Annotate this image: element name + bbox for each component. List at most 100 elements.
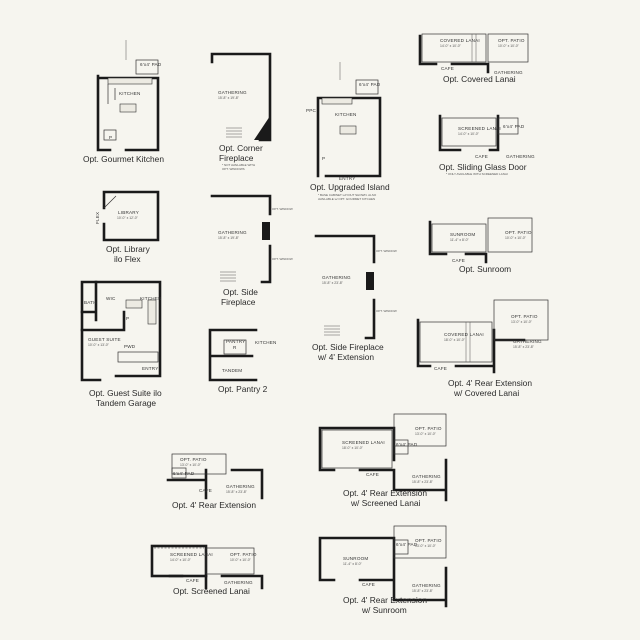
label-rooms-opt-patio: OPT. PATIO: [415, 426, 442, 431]
label-dimensions-gathering-small: 15'-8" x 23'-8": [412, 480, 434, 484]
label-dimensions-opt-patio-small: 10'-0" x 10'-0": [230, 558, 252, 562]
label-rooms-screened-lanai: SCREENED LANAI: [170, 552, 213, 557]
label-rooms-gathering: GATHERING: [506, 154, 535, 159]
label-captions-library-1: Opt. Library: [106, 244, 151, 254]
label-captions-guest-suite-1: Opt. Guest Suite ilo: [89, 388, 162, 398]
label-captions-upgraded-island: Opt. Upgraded Island: [310, 182, 390, 192]
plan-rear-extension: OPT. PATIO 13'-0" x 10'-0" 6'x4' PAD CAF…: [166, 453, 264, 510]
label-captions-rear-ext-screened-1: Opt. 4' Rear Extension: [343, 488, 427, 498]
label-rooms-pantry: PANTRY: [226, 339, 245, 344]
label-rooms-wic: WIC: [106, 296, 116, 301]
label-rooms-pad: 6'x4' PAD: [503, 124, 525, 129]
label-captions-rear-ext-sunroom-2: w/ Sunroom: [361, 605, 407, 615]
label-rooms-sunroom: SUNROOM: [450, 232, 475, 237]
label-rooms-kitchen: KITCHEN: [140, 296, 162, 301]
label-rooms-pad: 6'x4' PAD: [359, 82, 381, 87]
corner-fireplace-mark: [254, 116, 270, 140]
label-notes-corner-fireplace-1: * NOT AVAILABLE WITH: [222, 163, 255, 167]
label-notes-opt-window: OPT. WINDOW: [376, 309, 397, 313]
label-notes-opt-window: OPT. WINDOW: [272, 207, 293, 211]
label-rooms-bath: BATH: [84, 300, 97, 305]
label-captions-corner-fireplace-1: Opt. Corner: [219, 143, 263, 153]
label-rooms-gathering: GATHERING: [412, 583, 441, 588]
label-notes-corner-fireplace-2: OPT. WINDOWS: [222, 167, 245, 171]
label-dimensions-opt-patio: 13'-0" x 10'-0": [415, 544, 437, 548]
label-rooms-pad: 6'x4' PAD: [396, 442, 418, 447]
room-label-kitchen: KITCHEN: [119, 91, 141, 96]
label-captions-library-2: ilo Flex: [114, 254, 141, 264]
label-dimensions-guest-suite: 10'-0" x 13'-0": [88, 343, 110, 347]
label-dimensions-sunroom-ext: 11'-4" x 8'-0": [343, 562, 363, 566]
label-rooms-guest-suite: GUEST SUITE: [88, 337, 121, 342]
label-dimensions-screened-lanai-small: 14'-0" x 10'-0": [170, 558, 192, 562]
label-captions-rear-ext-sunroom-1: Opt. 4' Rear Extension: [343, 595, 427, 605]
label-rooms-opt-patio: OPT. PATIO: [415, 538, 442, 543]
label-rooms-cafe: CAFE: [441, 66, 454, 71]
label-rooms-gathering: GATHERING: [412, 474, 441, 479]
label-dimensions-opt-patio: 13'-0" x 10'-0": [180, 463, 202, 467]
label-dimensions-gathering-small: 15'-8" x 23'-8": [513, 345, 535, 349]
label-dimensions-opt-patio-small: 10'-0" x 10'-0": [505, 236, 527, 240]
label-captions-guest-suite-2: Tandem Garage: [96, 398, 156, 408]
label-rooms-cafe: CAFE: [362, 582, 375, 587]
label-captions-side-fireplace-1: Opt. Side: [223, 287, 258, 297]
label-dimensions-opt-patio: 13'-0" x 10'-0": [415, 432, 437, 436]
plan-side-fireplace: GATHERING 15'-8" x 19'-8" OPT. WINDOW OP…: [210, 194, 293, 307]
plan-library: LIBRARY 10'-0" x 12'-0" FLEX Opt. Librar…: [95, 190, 160, 264]
label-rooms-library: LIBRARY: [118, 210, 139, 215]
plan-rear-extension-sunroom: SUNROOM 11'-4" x 8'-0" OPT. PATIO 13'-0"…: [318, 525, 448, 615]
plan-rear-extension-covered-lanai: COVERED LANAI 18'-0" x 10'-0" OPT. PATIO…: [416, 299, 549, 398]
label-captions-sunroom: Opt. Sunroom: [459, 264, 511, 274]
plan-upgraded-island: 6'x4' PAD PPC KITCHEN P ENTRY Opt. Upgra…: [306, 62, 390, 201]
label-captions-covered-lanai: Opt. Covered Lanai: [443, 74, 516, 84]
plan-pantry: PANTRY R KITCHEN TANDEM Opt. Pantry 2: [208, 328, 276, 394]
plan-sliding-glass-door: 6'x4' PAD SCREENED LANAI 14'-0" x 10'-0"…: [438, 114, 535, 176]
label-dimensions-library: 10'-0" x 12'-0": [117, 216, 139, 220]
label-rooms-opt-patio: OPT. PATIO: [498, 38, 525, 43]
label-dimensions-screened-lanai: 18'-0" x 10'-0": [342, 446, 364, 450]
label-notes-opt-window: OPT. WINDOW: [272, 257, 293, 261]
label-rooms-sunroom: SUNROOM: [343, 556, 368, 561]
label-rooms-opt-patio: OPT. PATIO: [511, 314, 538, 319]
label-rooms-ppc: PPC: [306, 108, 317, 113]
label-rooms-covered-lanai: COVERED LANAI: [440, 38, 480, 43]
side-fireplace-mark: [262, 222, 270, 240]
label-captions-side-fireplace-ext-2: w/ 4' Extension: [317, 352, 374, 362]
plan-guest-suite: BATH WIC KITCHEN P GUEST SUITE 10'-0" x …: [80, 280, 162, 408]
label-rooms-tandem: TANDEM: [222, 368, 242, 373]
label-notes-upgraded-island-2: AVAILABLE w/ OPT. GOURMET KITCHEN: [318, 197, 375, 201]
plan-sunroom: SUNROOM 11'-4" x 8'-0" OPT. PATIO 10'-0"…: [428, 217, 533, 274]
pad-outline: [135, 59, 159, 75]
plan-screened-lanai: SCREENED LANAI 14'-0" x 10'-0" OPT. PATI…: [150, 544, 264, 596]
label-captions-rear-ext-covered-2: w/ Covered Lanai: [453, 388, 519, 398]
label-rooms-opt-patio: OPT. PATIO: [230, 552, 257, 557]
label-dimensions-covered-lanai-ext: 18'-0" x 10'-0": [444, 338, 466, 342]
plan-side-fireplace-extension: GATHERING 15'-8" x 23'-8" OPT. WINDOW OP…: [312, 234, 397, 362]
label-dimensions-sunroom: 11'-4" x 8'-0": [450, 238, 470, 242]
label-rooms-entry: ENTRY: [142, 366, 159, 371]
label-captions-sliding-glass-door: Opt. Sliding Glass Door: [439, 162, 527, 172]
label-rooms-gathering: GATHERING: [226, 484, 255, 489]
label-rooms-pad: 6'x4' PAD: [173, 471, 195, 476]
label-rooms-r: R: [233, 345, 237, 350]
label-rooms-screened-lanai: SCREENED LANAI: [342, 440, 385, 445]
label-dimensions-opt-patio-small: 10'-0" x 10'-0": [498, 44, 520, 48]
label-rooms-cafe: CAFE: [186, 578, 199, 583]
label-rooms-opt-patio: OPT. PATIO: [180, 457, 207, 462]
label-captions-screened-lanai: Opt. Screened Lanai: [173, 586, 250, 596]
label-rooms-gathering: GATHERING: [322, 275, 351, 280]
label-captions-corner-fireplace-2: Fireplace: [219, 153, 254, 163]
label-notes-upgraded-island-1: * BASE CABINET LAYOUT SHOWN. ALSO: [318, 193, 377, 197]
label-notes-opt-window: OPT. WINDOW: [376, 249, 397, 253]
label-rooms-cafe: CAFE: [475, 154, 488, 159]
room-label-p: P: [109, 135, 112, 140]
label-rooms-gathering: GATHERING: [218, 230, 247, 235]
label-rooms-pwd: PWD: [124, 344, 136, 349]
label-rooms-cafe: CAFE: [452, 258, 465, 263]
pad-label: 6'x4' PAD: [140, 62, 162, 67]
label-rooms-kitchen: KITCHEN: [335, 112, 357, 117]
label-captions-rear-ext-covered-1: Opt. 4' Rear Extension: [448, 378, 532, 388]
label-rooms-opt-patio: OPT. PATIO: [505, 230, 532, 235]
plan-covered-lanai: COVERED LANAI 14'-0" x 10'-0" OPT. PATIO…: [418, 33, 529, 84]
